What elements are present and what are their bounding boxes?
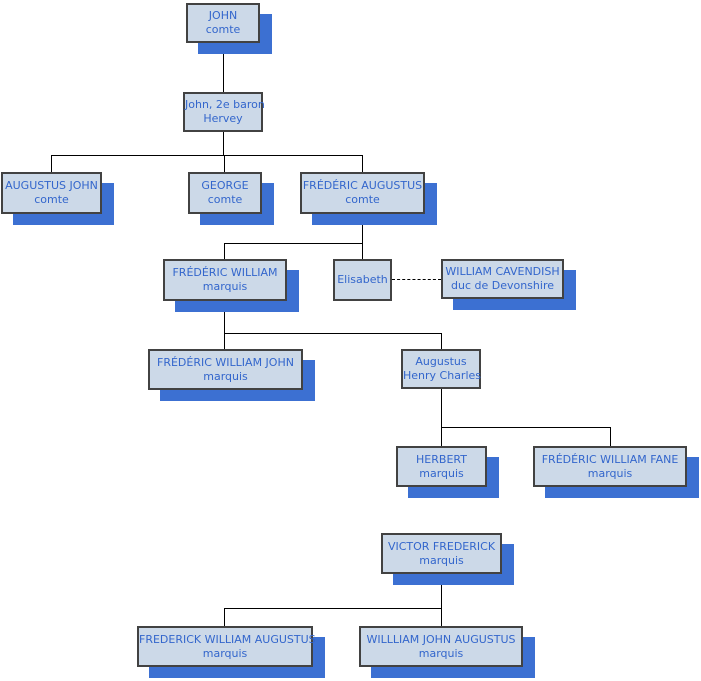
connector-line <box>362 243 363 259</box>
person-title: Henry Charles <box>403 369 482 382</box>
person-name: HERBERT <box>416 452 467 466</box>
person-title: comte <box>34 193 69 206</box>
connector-line <box>224 243 225 259</box>
connector-line <box>610 427 611 446</box>
person-name: FRÉDÉRIC WILLIAM FANE <box>541 452 679 466</box>
connector-line <box>224 243 363 244</box>
tree-node-elisabeth: Elisabeth <box>333 259 392 301</box>
person-name: FRÉDÉRIC WILLIAM <box>172 266 278 279</box>
person-name: AUGUSTUS JOHN <box>5 179 98 192</box>
person-title: comte <box>207 193 243 206</box>
person-name: GEORGE <box>201 179 249 192</box>
connector-line <box>441 574 442 609</box>
person-title: Hervey <box>203 112 243 125</box>
marriage-dashed-line <box>392 279 441 280</box>
connector-line <box>362 155 363 172</box>
person-name: WILLIAM CAVENDISH <box>445 265 560 278</box>
connector-line <box>441 608 442 626</box>
person-title: marquis <box>419 466 464 480</box>
person-name: JOHN <box>208 9 238 22</box>
person-title: marquis <box>202 280 248 293</box>
person-title: marquis <box>419 553 464 567</box>
person-name: Elisabeth <box>337 273 388 286</box>
connector-line <box>224 608 442 609</box>
connector-line <box>223 132 224 156</box>
connector-line <box>51 155 363 156</box>
person-title: comte <box>205 23 241 36</box>
person-name: Augustus <box>415 355 467 368</box>
person-title: comte <box>345 193 380 206</box>
connector-line <box>441 427 611 428</box>
connector-line <box>224 608 225 626</box>
connector-line <box>224 301 225 334</box>
person-name: John, 2e baron <box>185 98 265 111</box>
connector-line <box>441 389 442 428</box>
person-name: WILLLIAM JOHN AUGUSTUS <box>366 632 516 646</box>
connector-line <box>441 427 442 446</box>
connector-line <box>224 333 225 349</box>
person-name: FREDERICK WILLIAM AUGUSTUS <box>139 632 316 646</box>
person-title: marquis <box>203 369 248 383</box>
connector-line <box>51 155 52 172</box>
connector-line <box>224 333 442 334</box>
person-name: FRÉDÉRIC AUGUSTUS <box>302 179 423 192</box>
connector-line <box>224 155 225 172</box>
person-name: VICTOR FREDERICK <box>387 539 496 553</box>
connector-line <box>223 43 224 92</box>
person-title: marquis <box>202 646 248 660</box>
connector-line <box>441 333 442 349</box>
person-name: FRÉDÉRIC WILLIAM JOHN <box>157 355 294 369</box>
person-title: marquis <box>418 646 464 660</box>
person-title: marquis <box>587 466 633 480</box>
person-title: duc de Devonshire <box>450 279 554 292</box>
connector-line <box>362 214 363 244</box>
